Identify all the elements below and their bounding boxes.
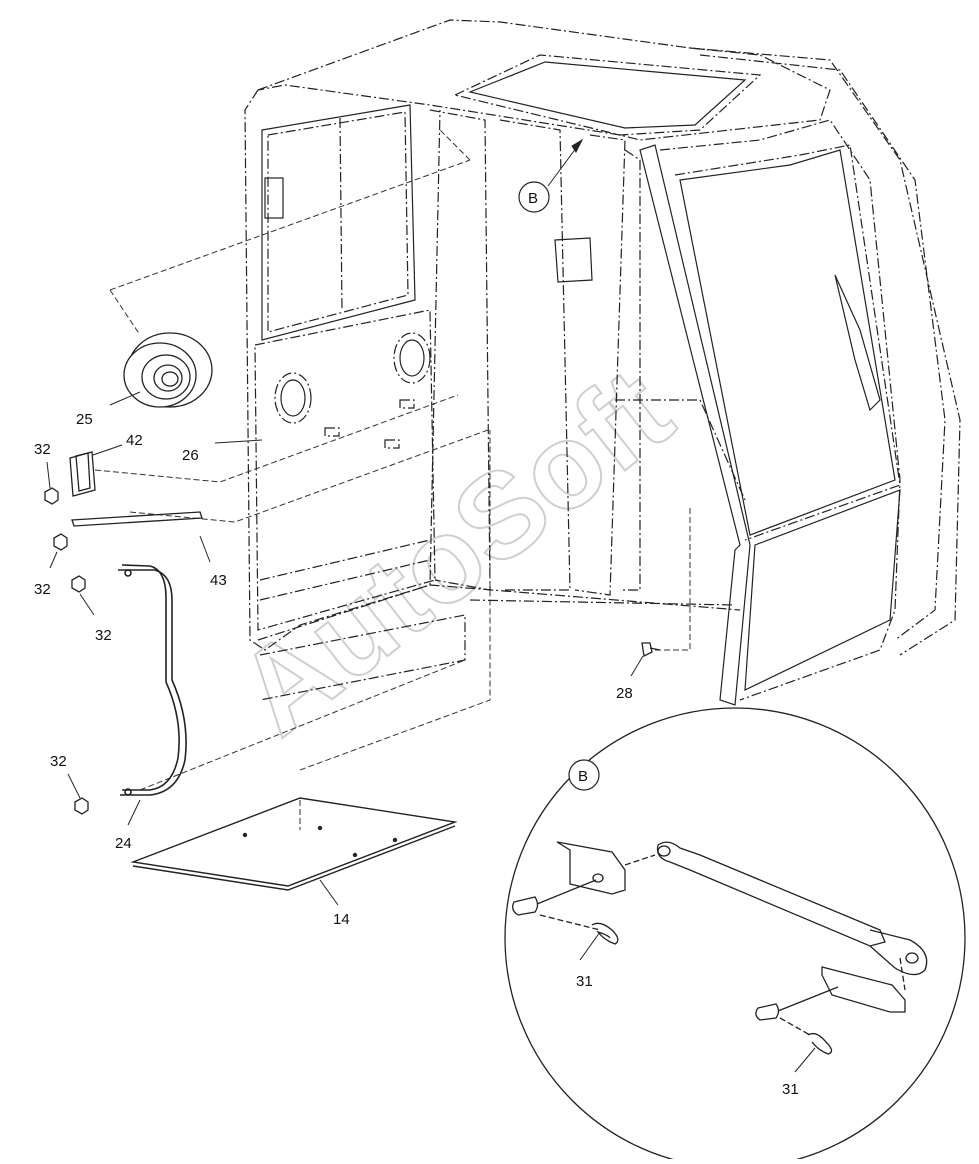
label-28: 28: [616, 685, 633, 702]
label-31-b: 31: [782, 1081, 799, 1098]
callout-labels: 25 26 42 32 32 32 32 24 43 14 28 31 31: [34, 411, 799, 1098]
part-28-screw: [641, 642, 661, 657]
detail-b: [504, 707, 966, 1164]
projection-lines: [94, 129, 691, 830]
cab-body: [244, 19, 961, 706]
label-26: 26: [182, 447, 199, 464]
part-14-floor-mat: [130, 797, 458, 891]
label-42: 42: [126, 432, 143, 449]
label-24: 24: [115, 835, 132, 852]
part-24-handrail: [118, 564, 187, 796]
detail-reference-b-main: B: [518, 181, 550, 213]
b-ref-detail-letter: B: [578, 768, 588, 785]
callout-leaders: [46, 138, 816, 1073]
label-32-a: 32: [34, 441, 51, 458]
b-ref-main-letter: B: [528, 190, 538, 207]
label-25: 25: [76, 411, 93, 428]
part-25-speaker: [123, 332, 213, 408]
label-14: 14: [333, 911, 350, 928]
label-32-c: 32: [95, 627, 112, 644]
label-43: 43: [210, 572, 227, 589]
part-42-bracket: [69, 451, 96, 497]
label-32-d: 32: [50, 753, 67, 770]
detail-reference-b-detail: B: [568, 759, 600, 791]
label-31-a: 31: [576, 973, 593, 990]
part-43-strip: [71, 511, 203, 527]
part-32-bolts: [44, 487, 89, 815]
label-32-b: 32: [34, 581, 51, 598]
